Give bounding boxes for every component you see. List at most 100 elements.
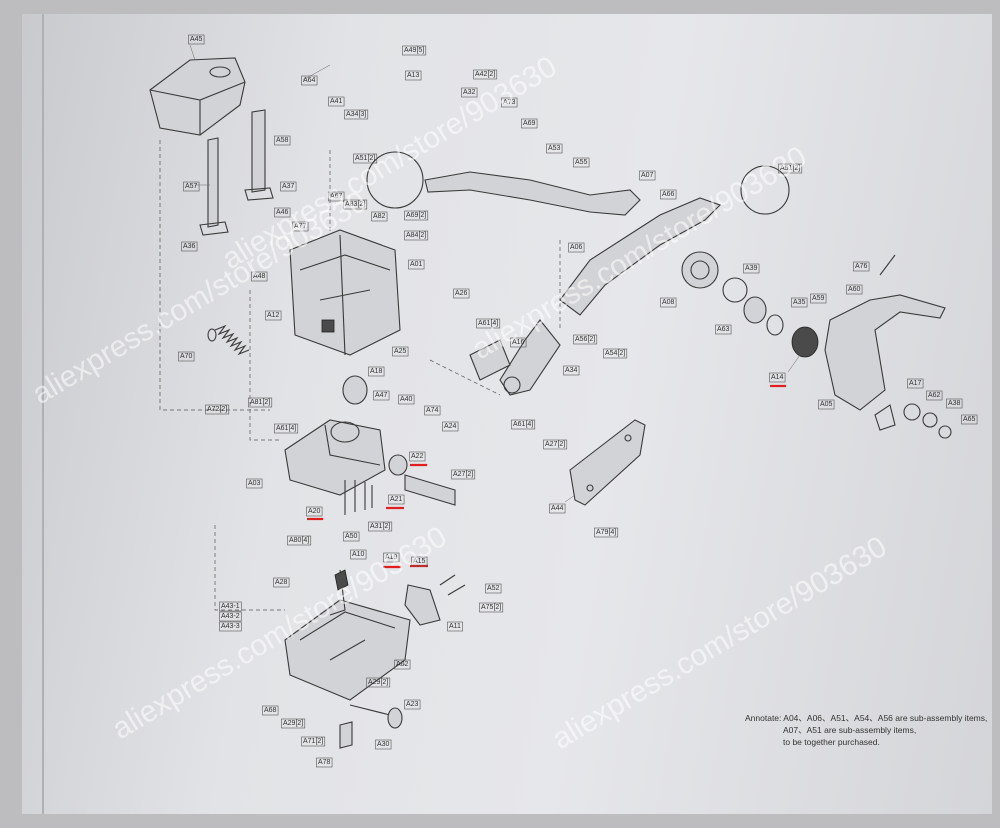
- label-box: [301, 736, 326, 747]
- label-box: [639, 170, 656, 181]
- label-a62: A62: [928, 392, 941, 399]
- label-a79: A79[4]: [596, 529, 616, 536]
- label-a78: A78: [318, 759, 331, 766]
- label-box: [818, 399, 835, 410]
- label-a19: A19: [385, 554, 398, 561]
- annotation-note: Annotate: A04、A06、A51、A54、A56 are sub-as…: [745, 712, 987, 748]
- label-a65: A65: [963, 416, 976, 423]
- label-a58: A58: [276, 137, 289, 144]
- red-highlights: [307, 384, 786, 569]
- label-a22: A22: [411, 453, 424, 460]
- label-box: [769, 372, 786, 383]
- label-a12: A12: [267, 312, 280, 319]
- label-box: [274, 207, 291, 218]
- label-a02: A02: [396, 661, 409, 668]
- label-box: [511, 419, 536, 430]
- label-box: [473, 69, 498, 80]
- label-a72: A72[2]: [207, 406, 227, 413]
- label-a69: A69: [523, 120, 536, 127]
- label-a47: A47: [375, 392, 388, 399]
- label-box: [368, 521, 393, 532]
- label-box: [251, 271, 268, 282]
- rod-a58: [244, 109, 274, 201]
- label-box: [404, 230, 429, 241]
- label-a32: A32: [463, 89, 476, 96]
- label-box: [392, 346, 409, 357]
- label-box: [961, 414, 978, 425]
- label-a43-3: A43-3: [221, 623, 240, 630]
- label-box: [853, 261, 870, 272]
- plate-a44: [569, 419, 646, 506]
- label-a01: A01: [410, 261, 423, 268]
- label-box: [328, 96, 345, 107]
- label-box: [219, 611, 242, 622]
- label-a69b: A69[2]: [406, 212, 426, 219]
- label-a27a: A27[2]: [545, 441, 565, 448]
- label-a70: A70: [180, 353, 193, 360]
- label-a15: A15: [413, 558, 426, 565]
- label-a21: A21: [390, 496, 403, 503]
- label-box: [568, 242, 585, 253]
- label-box: [205, 404, 230, 415]
- gear-a08: [681, 251, 767, 324]
- label-box: [248, 397, 273, 408]
- label-box: [409, 451, 426, 462]
- label-a64: A64: [303, 77, 316, 84]
- label-a25: A25: [394, 348, 407, 355]
- label-box: [280, 181, 297, 192]
- label-a43-2: A43-2: [221, 613, 240, 620]
- label-box: [219, 601, 242, 612]
- label-a42: A42[2]: [475, 71, 495, 78]
- label-box: [408, 259, 425, 270]
- label-a48: A48: [253, 273, 266, 280]
- label-box: [405, 70, 422, 81]
- label-box: [388, 494, 405, 505]
- label-box: [461, 87, 478, 98]
- label-box: [521, 118, 538, 129]
- label-box: [262, 705, 279, 716]
- label-a40: A40: [400, 396, 413, 403]
- label-a83: A83[2]: [345, 201, 365, 208]
- label-a24: A24: [444, 423, 457, 430]
- label-box: [926, 390, 943, 401]
- annotation-line-3: to be together purchased.: [783, 737, 880, 747]
- label-a28: A28: [275, 579, 288, 586]
- label-a29a: A29[2]: [368, 679, 388, 686]
- label-box: [246, 478, 263, 489]
- label-a68: A68: [264, 707, 277, 714]
- watermark: aliexpress.com/store/903630: [217, 50, 563, 276]
- label-box: [188, 34, 205, 45]
- label-a10: A10: [352, 551, 365, 558]
- label-a06: A06: [570, 244, 583, 251]
- label-a36: A36: [183, 243, 196, 250]
- label-a61c: A61[4]: [513, 421, 533, 428]
- label-a71: A71[2]: [303, 738, 323, 745]
- label-box: [743, 263, 760, 274]
- label-box: [411, 556, 428, 567]
- label-box: [660, 297, 677, 308]
- bolt-a23: [339, 704, 403, 749]
- label-box: [404, 699, 421, 710]
- label-box: [810, 293, 827, 304]
- lever-a05: [824, 254, 952, 439]
- label-a41: A41: [330, 98, 343, 105]
- label-a76: A76: [855, 263, 868, 270]
- label-a52: A52: [487, 585, 500, 592]
- housing-a01: [289, 229, 401, 356]
- label-box: [846, 284, 863, 295]
- label-a34b: A34: [565, 367, 578, 374]
- label-a61b: A61[4]: [276, 425, 296, 432]
- label-box: [510, 337, 527, 348]
- label-box: [383, 552, 400, 563]
- label-a07: A07: [641, 172, 654, 179]
- label-box: [183, 181, 200, 192]
- label-a16: A16: [512, 339, 525, 346]
- label-box: [594, 527, 619, 538]
- label-a45: A45: [190, 36, 203, 43]
- label-a17: A17: [909, 380, 922, 387]
- lever-a06: [469, 197, 722, 396]
- label-a34: A34[3]: [346, 111, 366, 118]
- label-box: [398, 394, 415, 405]
- cover-a45: [149, 57, 246, 136]
